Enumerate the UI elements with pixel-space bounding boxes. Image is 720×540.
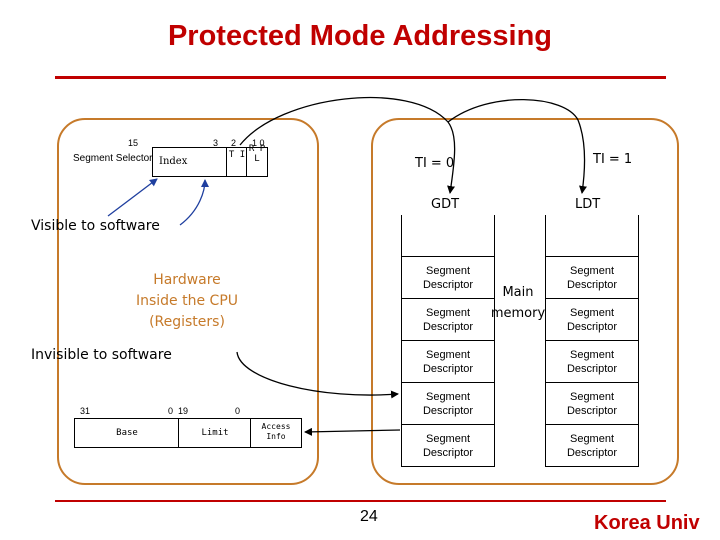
- memory-panel: [371, 118, 679, 485]
- ldt-entry: Segment Descriptor: [546, 298, 638, 340]
- main-memory-label: Main memory: [490, 285, 546, 321]
- gdt-entry: Segment Descriptor: [402, 298, 494, 340]
- selector-rpl-field: R P L: [246, 144, 268, 177]
- selector-rpl-label: R P L: [248, 144, 266, 164]
- ti0-label: TI = 0: [415, 156, 455, 171]
- gdt-entry: Segment Descriptor: [402, 340, 494, 382]
- arrow-ti-to-gdt: [239, 96, 456, 194]
- hardware-label: Hardware Inside the CPU (Registers): [135, 272, 239, 330]
- desc-limit-label: Limit: [201, 428, 229, 438]
- desc-base-field: Base: [74, 418, 180, 448]
- arrow-ti-to-ldt: [447, 99, 587, 194]
- ldt-entry: Segment Descriptor: [546, 256, 638, 298]
- ti1-label: TI = 1: [593, 152, 633, 167]
- ldt-label: LDT: [575, 197, 601, 212]
- visible-label: Visible to software: [31, 218, 160, 234]
- arrow-descriptor-to-register: [236, 351, 399, 399]
- ldt-entry: Segment Descriptor: [546, 382, 638, 424]
- page-number: 24: [360, 508, 378, 525]
- desc-bit-31: 31: [80, 406, 91, 416]
- desc-base-label: Base: [116, 428, 138, 438]
- selector-index-label: Index: [159, 156, 188, 167]
- invisible-label: Invisible to software: [31, 347, 172, 363]
- ldt-entry: Segment Descriptor: [546, 424, 638, 466]
- selector-ti-label: T I: [228, 150, 246, 160]
- gdt-label: GDT: [431, 197, 460, 212]
- desc-access-label: Access Info: [261, 422, 291, 441]
- slide-title: Protected Mode Addressing: [167, 20, 553, 52]
- desc-limit-field: Limit: [178, 418, 252, 448]
- footer-brand: Korea Univ: [594, 512, 700, 534]
- ldt-entry: Segment Descriptor: [546, 340, 638, 382]
- gdt-entry: Segment Descriptor: [402, 424, 494, 466]
- title-rule: [55, 76, 666, 79]
- desc-bit-0-19: 0 19: [168, 406, 189, 416]
- desc-access-field: Access Info: [250, 418, 302, 448]
- gdt-entry: Segment Descriptor: [402, 256, 494, 298]
- selector-bit-15: 15: [128, 138, 139, 148]
- selector-bit-3: 3: [213, 138, 219, 148]
- arrow-visible-pointer: [107, 178, 158, 217]
- gdt-entry: Segment Descriptor: [402, 382, 494, 424]
- desc-bit-0: 0: [235, 406, 241, 416]
- selector-label: Segment Selector: [73, 153, 153, 164]
- footer-rule: [55, 500, 666, 502]
- arrow-hidden-pointer: [179, 179, 209, 226]
- selector-bit-1-0: 1 0: [252, 138, 265, 148]
- cpu-panel: [57, 118, 319, 485]
- arrow-access-to-descriptor: [304, 427, 401, 436]
- selector-bit-2: 2: [231, 138, 237, 148]
